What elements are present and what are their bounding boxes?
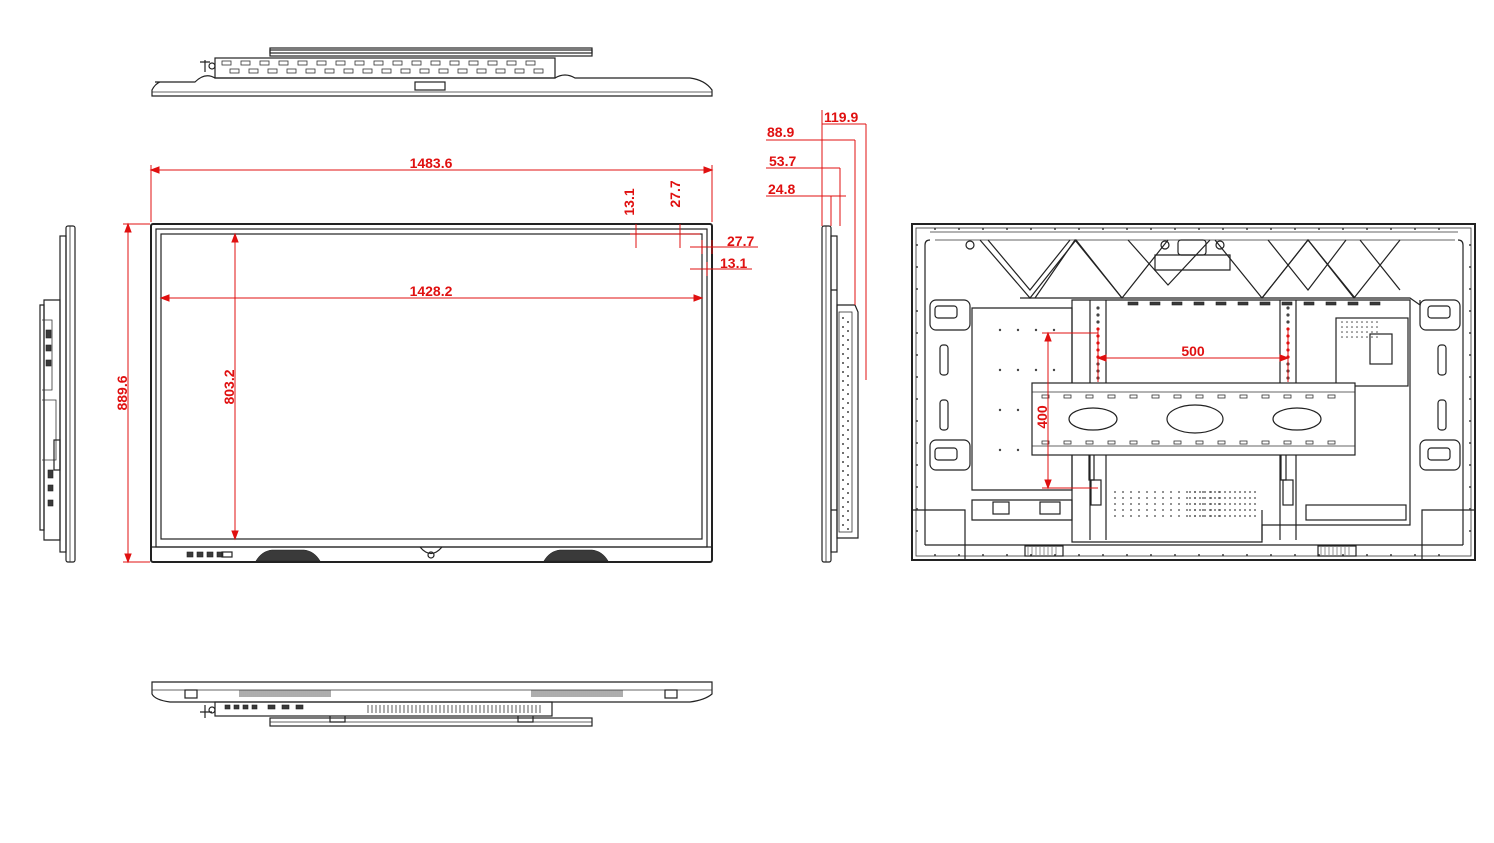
dim-side-bezel-inner: 13.1 [720,255,747,271]
front-view [150,223,713,563]
front-dimensions: 1483.6 1428.2 889.6 803.2 13.1 27.7 27.7… [114,155,758,564]
depth-dimensions: 119.9 88.9 53.7 24.8 [766,109,867,380]
left-side-view [39,225,76,563]
dim-active-width: 1428.2 [410,283,453,299]
dim-side-bezel-outer: 27.7 [727,233,754,249]
dim-depth-bracket: 88.9 [767,124,794,140]
right-side-view [821,225,859,563]
top-view [151,47,713,97]
dim-top-bezel-outer: 27.7 [667,180,683,207]
dim-vesa-vertical: 400 [1034,405,1050,429]
dim-depth-body: 53.7 [769,153,796,169]
dim-active-height: 803.2 [221,369,237,404]
vesa-dimensions: 500 400 [1034,330,1290,490]
dim-top-bezel-inner: 13.1 [621,188,637,215]
dim-depth-max: 119.9 [824,109,858,125]
dim-overall-width: 1483.6 [410,155,453,171]
back-view [911,223,1476,561]
dim-vesa-horizontal: 500 [1181,343,1205,359]
bottom-view [151,681,713,727]
dim-overall-height: 889.6 [114,375,130,410]
dim-depth-panel: 24.8 [768,181,795,197]
